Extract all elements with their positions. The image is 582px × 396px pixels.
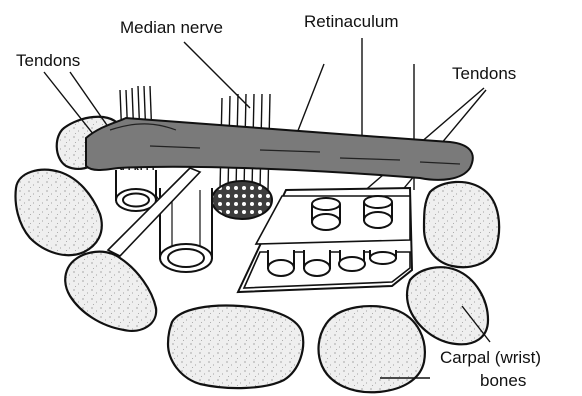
label-median-nerve: Median nerve: [120, 18, 223, 37]
carpal-bone: [319, 306, 425, 392]
carpal-bone: [65, 252, 156, 331]
label-carpal-line2: bones: [480, 371, 526, 390]
carpal-bone: [16, 170, 102, 255]
label-tendons-left: Tendons: [16, 51, 80, 70]
tendon-tube-short: [116, 170, 156, 211]
median-nerve-cross-section: [212, 181, 272, 219]
label-tendons-right: Tendons: [452, 64, 516, 83]
label-retinaculum: Retinaculum: [304, 12, 399, 31]
carpal-bone: [424, 182, 499, 267]
carpal-bone: [168, 306, 303, 389]
label-carpal-line1: Carpal (wrist): [440, 348, 541, 367]
